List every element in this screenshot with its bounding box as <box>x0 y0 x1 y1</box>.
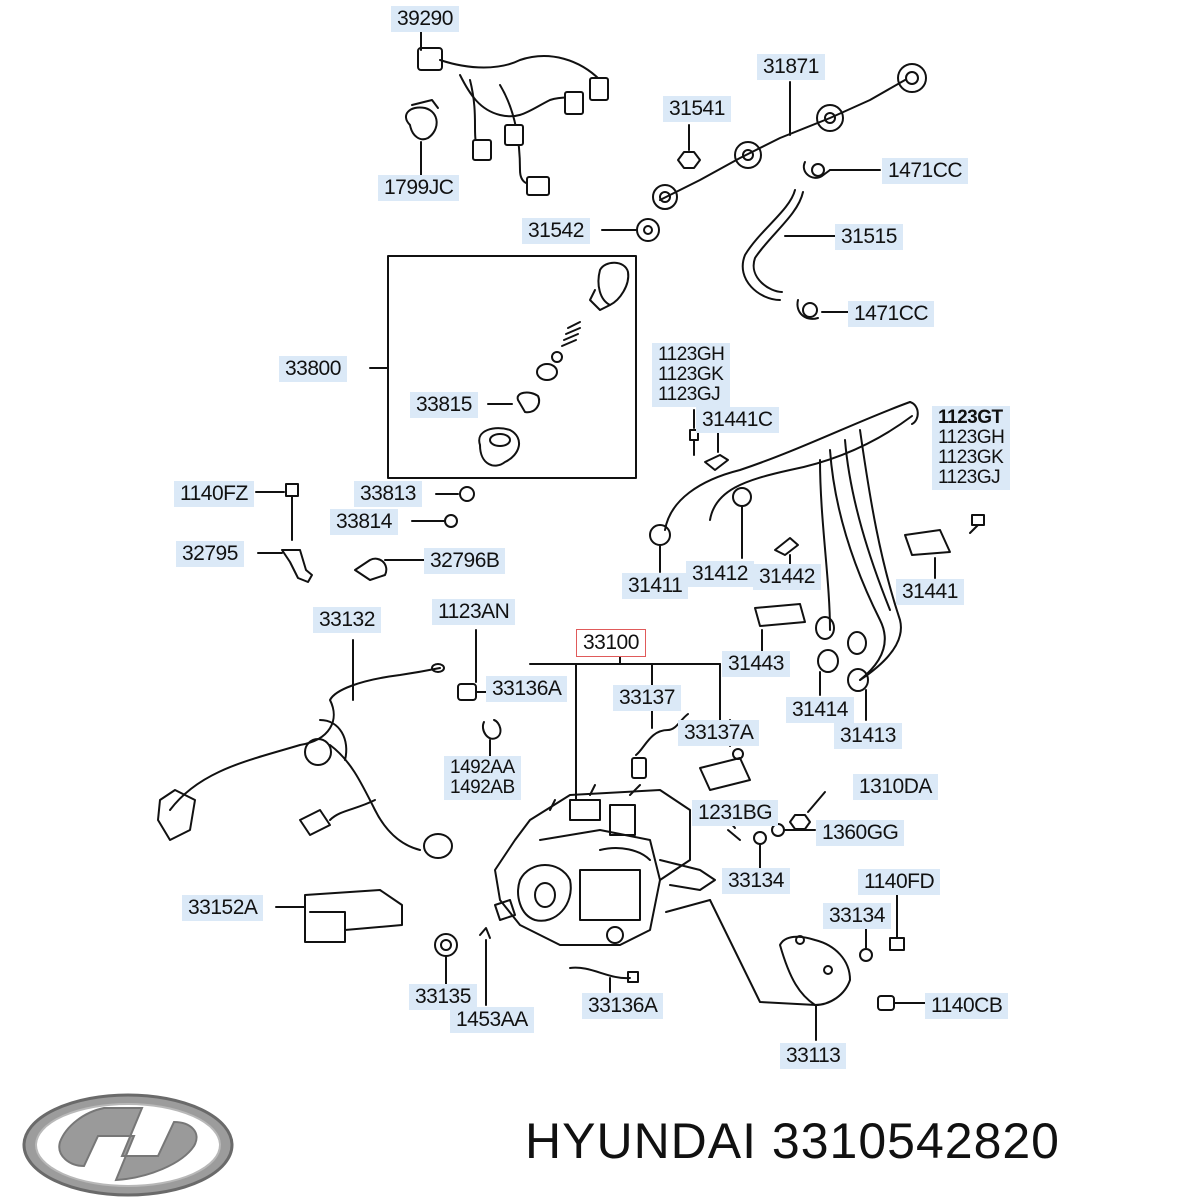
label-31411: 31411 <box>622 573 689 599</box>
label-31542: 31542 <box>522 218 590 244</box>
clip-1492AA <box>482 719 502 761</box>
label-31414: 31414 <box>786 697 854 723</box>
label-1123GK-right: 1123GK <box>938 447 1004 468</box>
cover-33152A <box>275 889 403 943</box>
label-33152A: 33152A <box>182 895 264 921</box>
label-32796B: 32796B <box>424 548 506 574</box>
label-1123GJ-right: 1123GJ <box>938 467 1001 488</box>
plug-33135 <box>434 933 458 986</box>
label-33815: 33815 <box>410 392 478 418</box>
label-1123GT: 1123GT <box>938 407 1003 428</box>
label-1471CC-upper: 1471CC <box>882 158 969 184</box>
clamp-31443 <box>754 603 806 627</box>
clip-1799JC <box>405 99 439 176</box>
label-31413: 31413 <box>834 723 902 749</box>
bolt-1123GT <box>969 514 985 534</box>
screw-1123GH-upper <box>689 409 699 456</box>
label-31515: 31515 <box>835 224 903 250</box>
bracket-33113 <box>665 899 851 1041</box>
label-1799JC: 1799JC <box>378 175 460 201</box>
label-33113: 33113 <box>780 1043 847 1069</box>
label-1231BG: 1231BG <box>692 800 779 826</box>
label-1123GH-right: 1123GH <box>938 427 1005 448</box>
label-1123AN: 1123AN <box>432 599 516 625</box>
brand-part-number: HYUNDAI 3310542820 <box>525 1113 1060 1169</box>
sensor-33137 <box>631 709 689 779</box>
clamp-31441C <box>704 429 729 471</box>
label-1123GJ-upper: 1123GJ <box>658 384 721 405</box>
label-31871: 31871 <box>757 54 825 80</box>
nut-31541 <box>677 151 701 169</box>
injector-33800 <box>478 261 630 467</box>
label-33137A: 33137A <box>678 720 760 746</box>
label-1471CC-lower: 1471CC <box>848 301 935 327</box>
pin-1453AA <box>479 927 491 1006</box>
wiring-harness-33132 <box>157 639 453 859</box>
label-33100: 33100 <box>576 629 646 657</box>
label-32795: 32795 <box>176 541 244 567</box>
hose-clamp-1471CC-upper <box>802 161 881 179</box>
washer-33813 <box>459 486 475 502</box>
bolt-1140FZ <box>255 483 299 541</box>
label-33134-lower: 33134 <box>823 903 891 929</box>
fuel-return-pipe-31871 <box>652 63 927 210</box>
clamp-32796B <box>354 557 426 581</box>
clamp-31441 <box>904 529 951 556</box>
label-1492AB: 1492AB <box>450 777 515 798</box>
label-1140CB: 1140CB <box>925 993 1009 1019</box>
bracket-32795 <box>257 549 313 583</box>
bolt-1123AN <box>457 629 489 701</box>
label-33813: 33813 <box>354 481 422 507</box>
wiring-harness-39290 <box>417 47 609 196</box>
label-31441: 31441 <box>896 579 964 605</box>
hose-clamp-1471CC-lower <box>796 299 851 320</box>
label-1123GK-upper: 1123GK <box>658 364 724 385</box>
label-33135: 33135 <box>409 984 477 1010</box>
wire-33136A-lower <box>569 966 639 993</box>
washer-33134-upper <box>753 831 767 845</box>
hose-31515 <box>741 189 836 301</box>
label-33800: 33800 <box>279 356 347 382</box>
label-1310DA: 1310DA <box>853 774 938 800</box>
washer-33814 <box>444 514 458 528</box>
label-33136A-lower: 33136A <box>582 993 664 1019</box>
washer-33134-lower <box>859 948 873 962</box>
label-33814: 33814 <box>330 509 398 535</box>
bolt-1140CB <box>877 995 931 1011</box>
label-group-1123-upper: 1123GH 1123GK 1123GJ <box>652 343 731 407</box>
injection-pipes-31412 <box>649 401 919 721</box>
label-33134-upper: 33134 <box>722 868 790 894</box>
hyundai-logo <box>22 1093 234 1197</box>
label-31541: 31541 <box>663 96 731 122</box>
group-bracket-33100 <box>529 651 721 801</box>
bolt-1140FD <box>889 894 905 951</box>
label-1492AA: 1492AA <box>450 757 515 778</box>
washer-31542 <box>636 218 660 242</box>
label-1360GG: 1360GG <box>816 820 905 846</box>
label-31442: 31442 <box>753 564 821 590</box>
label-1453AA: 1453AA <box>450 1007 534 1033</box>
label-31441C: 31441C <box>696 407 779 433</box>
injection-pump-33100 <box>494 784 716 946</box>
nut-1310DA <box>789 814 811 830</box>
label-1123GH-upper: 1123GH <box>658 344 725 365</box>
label-31443: 31443 <box>722 651 790 677</box>
label-group-1123-right: 1123GT 1123GH 1123GK 1123GJ <box>932 406 1011 490</box>
label-33137: 33137 <box>613 685 681 711</box>
label-33132: 33132 <box>313 607 381 633</box>
label-33136A-upper: 33136A <box>486 676 568 702</box>
label-group-1492: 1492AA 1492AB <box>444 756 521 800</box>
label-39290: 39290 <box>391 6 459 32</box>
label-31412: 31412 <box>686 561 754 587</box>
clip-31442 <box>774 537 799 556</box>
label-1140FZ: 1140FZ <box>174 481 254 507</box>
label-1140FD: 1140FD <box>858 869 941 895</box>
